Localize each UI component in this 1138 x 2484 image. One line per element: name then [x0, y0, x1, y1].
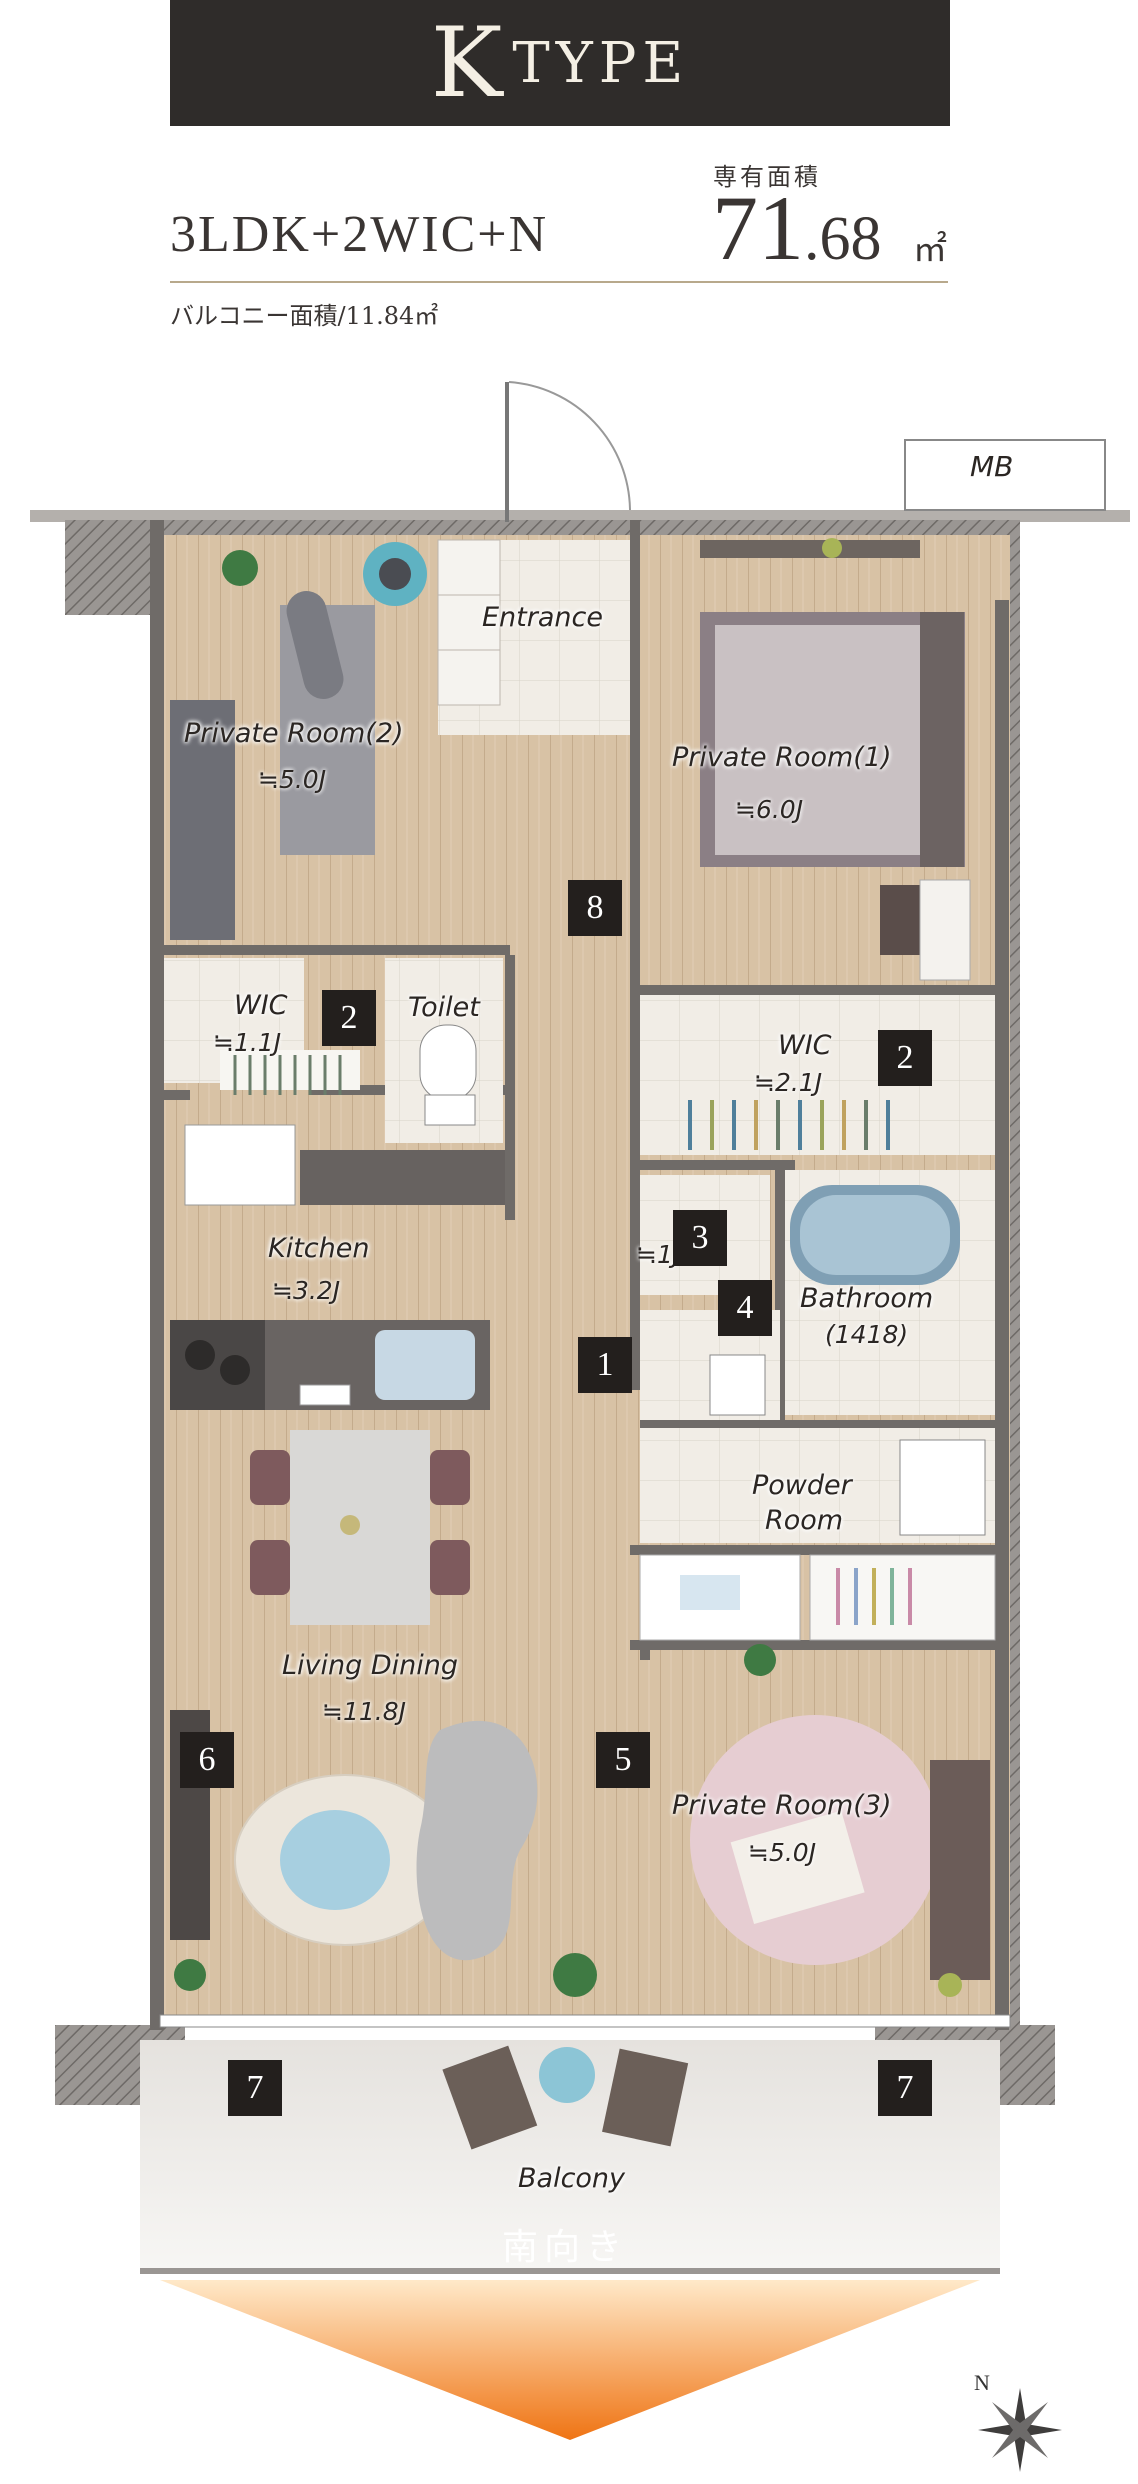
room-label-bathroom: Bathroom — [800, 1283, 934, 1314]
exclusive-area-value: 71.68 — [712, 182, 882, 274]
room-size-storage: ≒1J — [636, 1240, 681, 1269]
area-unit: ㎡ — [913, 230, 947, 270]
mb-label: MB — [970, 450, 1014, 483]
room-label-private-room-2: Private Room(2) — [184, 718, 404, 749]
badge-6: 6 — [180, 1732, 234, 1788]
room-size-wic-right: ≒2.1J — [754, 1068, 823, 1097]
badge-4: 4 — [718, 1280, 772, 1336]
room-size-wic-left: ≒1.1J — [213, 1028, 282, 1057]
badge-2-right: 2 — [878, 1030, 932, 1086]
south-facing-label: 南向き — [501, 2227, 628, 2268]
type-banner: K TYPE — [170, 0, 950, 126]
layout-code: 3LDK+2WIC+N — [170, 206, 549, 263]
room-label-powder-line2: Room — [765, 1505, 844, 1536]
room-label-kitchen: Kitchen — [268, 1233, 370, 1264]
room-size-private-room-2: ≒5.0J — [258, 765, 327, 794]
room-label-private-room-1: Private Room(1) — [672, 742, 892, 773]
badge-3: 3 — [673, 1210, 727, 1266]
room-label-powder-line1: Powder — [752, 1470, 852, 1501]
room-size-living-dining: ≒11.8J — [322, 1697, 406, 1726]
room-label-balcony: Balcony — [518, 2163, 626, 2194]
badge-1: 1 — [578, 1337, 632, 1393]
area-integer: 71 — [712, 177, 804, 279]
room-label-wic-right: WIC — [778, 1030, 832, 1061]
compass-north-letter: N — [974, 2370, 990, 2395]
room-label-private-room-3: Private Room(3) — [672, 1790, 892, 1821]
room-code-bathroom: (1418) — [825, 1320, 909, 1349]
balcony-area: バルコニー面積/11.84㎡ — [170, 302, 439, 330]
exclusive-area-label: 専有面積 — [713, 163, 821, 191]
type-word: TYPE — [512, 30, 690, 96]
room-size-kitchen: ≒3.2J — [272, 1276, 341, 1305]
room-label-toilet: Toilet — [408, 992, 480, 1023]
badge-7-right: 7 — [878, 2060, 932, 2116]
badge-2-left: 2 — [322, 990, 376, 1046]
area-decimal: .68 — [804, 205, 882, 273]
room-label-wic-left: WIC — [234, 990, 288, 1021]
badge-5: 5 — [596, 1732, 650, 1788]
badge-7-left: 7 — [228, 2060, 282, 2116]
type-initial: K — [430, 7, 509, 119]
header-divider — [170, 281, 948, 283]
room-size-private-room-1: ≒6.0J — [735, 795, 804, 824]
room-label-living-dining: Living Dining — [282, 1650, 459, 1681]
badge-8: 8 — [568, 880, 622, 936]
room-size-private-room-3: ≒5.0J — [748, 1838, 817, 1867]
room-label-entrance: Entrance — [482, 602, 603, 633]
